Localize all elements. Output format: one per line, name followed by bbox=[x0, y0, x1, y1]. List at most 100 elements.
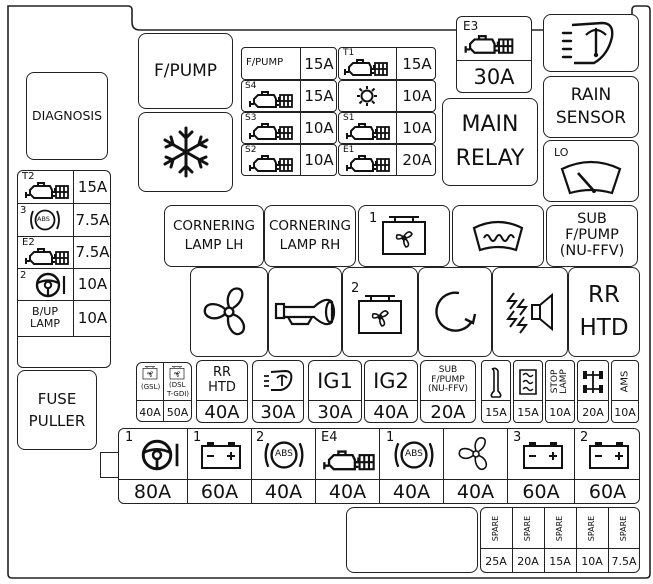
fuse-dsl-label-1: (DSL bbox=[169, 381, 186, 389]
mini-fuse-label-s4: S4 bbox=[245, 81, 257, 91]
fuse-gsl-label: (GSL) bbox=[141, 383, 161, 391]
battery-icon bbox=[589, 441, 629, 469]
mini-fuse-amp-s4: 15A bbox=[304, 87, 334, 105]
engine-icon bbox=[346, 123, 390, 140]
rr-htd-label-2: HTD bbox=[579, 315, 629, 341]
bottom-fuse-4-number: E4 bbox=[321, 430, 338, 445]
mini-fuse-label-s1: S1 bbox=[343, 113, 355, 123]
fuse-awd-20a bbox=[577, 360, 609, 423]
fuse-stop-lamp-10a: STOP LAMP bbox=[545, 360, 575, 423]
burglar-alarm-icon bbox=[506, 292, 553, 334]
bottom-fuse-1-number: 1 bbox=[125, 430, 134, 445]
fuse-sub-label-1: SUB bbox=[438, 364, 458, 375]
rear-defrost-icon bbox=[519, 368, 537, 395]
engine-icon bbox=[323, 450, 375, 471]
wiper-mist-relay bbox=[543, 14, 639, 72]
mini-fuse-amp-s2: 10A bbox=[304, 151, 334, 169]
engine-icon bbox=[25, 248, 69, 265]
sub-fpump-label-1: SUB bbox=[577, 211, 607, 228]
fuse-e3-30a bbox=[456, 16, 532, 93]
fuse-ig1-amp: 30A bbox=[317, 401, 353, 423]
ac-relay bbox=[138, 112, 233, 192]
cooling-fan-relay bbox=[190, 267, 268, 357]
fuse-sub-label-3: (NU-FFV) bbox=[427, 384, 469, 395]
cornering-lh-label-1: CORNERING bbox=[173, 218, 255, 235]
wiper-low-relay: LO bbox=[543, 140, 639, 202]
mini-fuse-amp-e1: 20A bbox=[402, 151, 432, 169]
wiper-low-label: LO bbox=[554, 146, 569, 159]
bottom-fuse-5-amp: 40A bbox=[392, 481, 431, 503]
mini-fuse-label-e1: E1 bbox=[343, 145, 355, 155]
spare-fuse-4-amp: 10A bbox=[581, 554, 603, 568]
fan-relay-1-number: 1 bbox=[369, 211, 378, 226]
fan-icon bbox=[203, 287, 246, 336]
battery-icon bbox=[523, 441, 563, 469]
radiator-fan-icon bbox=[382, 216, 426, 255]
fuse-rr-htd-amp: 40A bbox=[204, 401, 240, 423]
steering-wheel-icon bbox=[35, 272, 66, 298]
spare-fuse-4-label: SPARE bbox=[587, 515, 597, 541]
fuse-dsl-label-2: T-GDI) bbox=[167, 390, 190, 398]
steering-wheel-icon bbox=[141, 439, 179, 471]
horn-icon bbox=[274, 298, 336, 326]
fuse-label-2: 2 bbox=[20, 270, 27, 281]
bottom-fuse-3-number: 2 bbox=[256, 430, 265, 445]
bottom-fuse-3-amp: 40A bbox=[264, 481, 303, 503]
fuse-mirror-30a bbox=[252, 360, 304, 423]
main-relay-label-2: RELAY bbox=[455, 146, 525, 171]
fuse-e3-label: E3 bbox=[463, 19, 479, 33]
spare-fuse-5-amp: 7.5A bbox=[611, 554, 637, 568]
rain-sensor-relay: RAIN SENSOR bbox=[543, 76, 639, 138]
fuel-pump-relay: F/PUMP bbox=[138, 33, 233, 109]
fuse-dsl-amp: 50A bbox=[166, 405, 189, 419]
fuse-e3-amp: 30A bbox=[473, 65, 515, 89]
engine-icon bbox=[346, 155, 390, 172]
mini-fuse-label-fpump: F/PUMP bbox=[246, 57, 284, 68]
cornering-lamp-rh-relay: CORNERING LAMP RH bbox=[264, 205, 356, 267]
fuse-label-t2: T2 bbox=[22, 171, 35, 182]
spare-fuse-3-label: SPARE bbox=[555, 515, 565, 541]
bottom-fuse-8-number: 2 bbox=[580, 430, 589, 445]
cornering-rh-label-1: CORNERING bbox=[269, 218, 351, 235]
fuse-label-3: 3 bbox=[20, 205, 27, 216]
heated-mirror-icon bbox=[264, 369, 293, 391]
mini-fuse-label-s2: S2 bbox=[245, 145, 257, 155]
engine-icon bbox=[249, 123, 293, 140]
rr-htd-relay: RR HTD bbox=[568, 267, 640, 357]
fuse-sub-fpump-20a: SUB F/PUMP (NU-FFV) bbox=[420, 360, 476, 423]
fuse-sub-label-2: F/PUMP bbox=[431, 374, 465, 385]
bottom-fuse-2-amp: 60A bbox=[200, 481, 239, 503]
main-relay: MAIN RELAY bbox=[442, 98, 538, 186]
abs-text: ABS bbox=[405, 449, 423, 459]
fuse-rr-htd-label-1: RR bbox=[212, 365, 232, 381]
fuse-ig1-30a: IG1 bbox=[308, 360, 362, 423]
radiator-fan-icon bbox=[358, 295, 402, 334]
bottom-fuse-7-amp: 60A bbox=[522, 481, 560, 503]
spare-fuse-1-label: SPARE bbox=[491, 515, 501, 541]
fuse-horn-amp: 15A bbox=[485, 405, 507, 419]
horn-icon bbox=[490, 367, 502, 398]
fuse-ams-10a: AMS bbox=[611, 360, 639, 423]
cornering-lamp-lh-relay: CORNERING LAMP LH bbox=[164, 205, 264, 267]
wiper-mist-icon bbox=[561, 21, 614, 65]
engine-icon bbox=[464, 34, 514, 54]
wiper-icon bbox=[560, 160, 622, 195]
fuse-defrost-amp: 15A bbox=[517, 405, 539, 419]
fuse-puller[interactable]: FUSE PULLER bbox=[17, 370, 97, 450]
bottom-fuse-7-number: 3 bbox=[513, 430, 522, 445]
fan-relay-2-number: 2 bbox=[351, 281, 360, 296]
radiator-fan-icon bbox=[142, 366, 158, 380]
mini-fuse-amp-blower: 10A bbox=[402, 87, 432, 105]
fuse-mirror-amp: 30A bbox=[260, 401, 296, 423]
fuse-ig2-amp: 40A bbox=[373, 401, 409, 423]
fuse-rr-htd-40a: RR HTD bbox=[196, 360, 248, 423]
fuse-stop-lamp-amp: 10A bbox=[549, 405, 571, 419]
fuse-fpump-15a bbox=[241, 47, 337, 80]
fuse-amp-abs: 7.5A bbox=[75, 210, 110, 229]
bottom-fuse-2-number: 1 bbox=[193, 430, 202, 445]
bottom-fuse-1-amp: 80A bbox=[133, 481, 172, 503]
fuse-sub-fpump-amp: 20A bbox=[430, 401, 466, 423]
mini-fuse-label-s3: S3 bbox=[245, 113, 257, 123]
fuse-ams-label: AMS bbox=[619, 370, 631, 393]
